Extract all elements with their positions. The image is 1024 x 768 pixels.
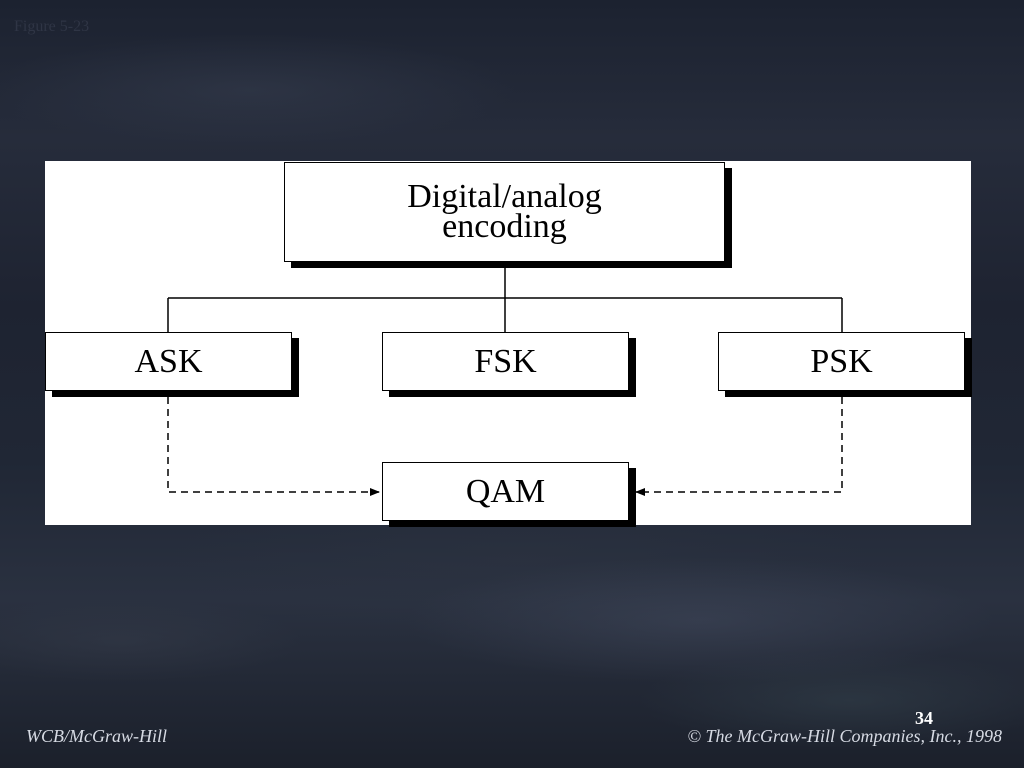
- node-psk: PSK: [718, 332, 965, 391]
- diagram-panel: Digital/analog encoding ASK FSK PSK QAM: [45, 161, 971, 525]
- footer-publisher: WCB/McGraw-Hill: [26, 726, 167, 746]
- root-node-line2: encoding: [442, 208, 567, 245]
- node-fsk: FSK: [382, 332, 629, 391]
- connector-lines: [167, 262, 843, 496]
- root-node-line1: Digital/analog: [407, 178, 602, 215]
- psk-to-qam-arrow: [635, 397, 843, 496]
- page-number: 34: [915, 708, 933, 728]
- node-qam: QAM: [382, 462, 629, 521]
- root-node-digital-analog-encoding: Digital/analog encoding: [284, 162, 725, 262]
- copyright-text: The McGraw-Hill Companies, Inc., 1998: [705, 726, 1002, 746]
- node-ask: ASK: [45, 332, 292, 391]
- footer-copyright: © The McGraw-Hill Companies, Inc., 1998: [687, 726, 1002, 747]
- figure-label: Figure 5-23: [14, 18, 90, 35]
- ask-to-qam-arrow: [167, 397, 380, 496]
- copyright-symbol: ©: [687, 726, 702, 746]
